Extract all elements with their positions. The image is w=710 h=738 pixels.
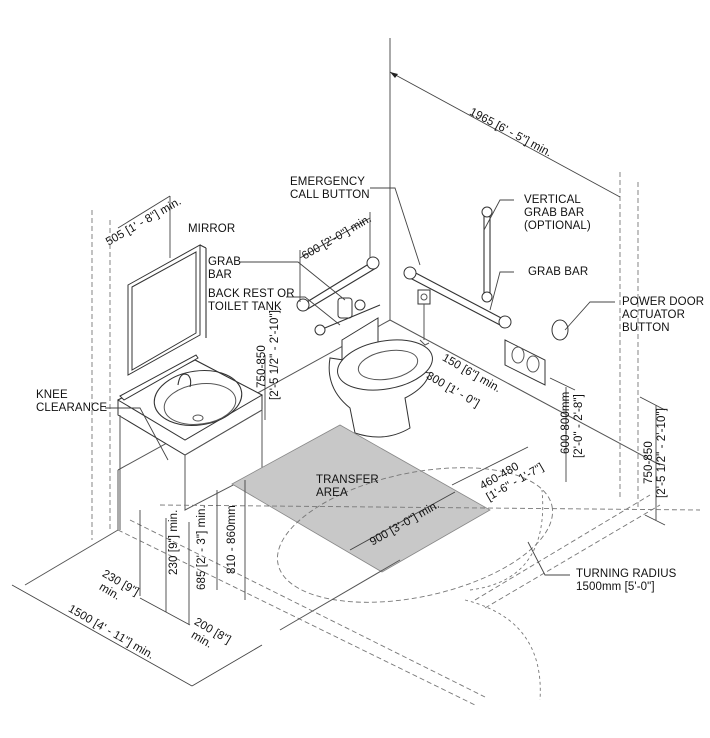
label-line: CALL BUTTON: [290, 189, 370, 201]
label-line: 1500mm [5'-0"]: [576, 581, 655, 593]
transfer-area-label: TRANSFER AREA: [316, 474, 379, 500]
label-line: AREA: [316, 487, 348, 499]
mirror-label: MIRROR: [188, 223, 236, 235]
dispenser-height-label: 600-800mm [2'-0" - 2'-8"]: [560, 392, 586, 458]
turning-radius-label: TURNING RADIUS 1500mm [5'-0"]: [576, 568, 676, 594]
label-line: [2'-0" - 2'-8"]: [573, 394, 585, 458]
label-line: (OPTIONAL): [524, 220, 591, 232]
label-line: GRAB BAR: [524, 207, 585, 219]
leader-lines: [105, 187, 615, 576]
label-line: [2'-5 1/2" - 2'-10"]: [656, 408, 668, 498]
transfer-area: [231, 424, 491, 573]
back-rest-label: BACK REST OR TOILET TANK: [208, 288, 295, 314]
knee-clearance-label: KNEE CLEARANCE: [36, 389, 107, 415]
label-line: BUTTON: [622, 322, 670, 334]
label-line: KNEE: [36, 389, 68, 401]
label-line: TOILET TANK: [208, 301, 282, 313]
room-width-dimension: [389, 71, 621, 198]
vertical-grab-bar-label: VERTICAL GRAB BAR (OPTIONAL): [524, 194, 591, 233]
right-grab-bar: [403, 206, 512, 329]
right-dimensions: [264, 355, 666, 526]
power-door-button: [551, 319, 569, 341]
power-door-label: POWER DOOR ACTUATOR BUTTON: [622, 296, 704, 335]
label-line: POWER DOOR: [622, 296, 705, 308]
label-line: CLEARANCE: [36, 402, 108, 414]
label-line: 600-800mm: [560, 391, 572, 454]
backrest-height-label: 750-850 [2'-5 1/2" - 2'-10"]: [256, 310, 282, 400]
label-line: TRANSFER: [316, 474, 379, 486]
emergency-call-button: [417, 289, 431, 346]
toilet: [328, 339, 433, 438]
label-line: GRAB: [208, 256, 241, 268]
label-line: BAR: [208, 269, 232, 281]
paper-dispenser: [504, 339, 546, 386]
knee-height-label: 685 [2' - 3"] min.: [196, 505, 208, 590]
turning-circle: [277, 467, 553, 701]
knee-dimensions: [11, 480, 263, 687]
emergency-call-button-label: EMERGENCY CALL BUTTON: [290, 176, 370, 202]
counter-height-label: 810 - 860mm: [226, 505, 238, 574]
left-grab-bar: [296, 212, 380, 312]
grab-bar-height-label: 750-850 [2'-5 1/2" - 2'-10"]: [643, 408, 669, 498]
label-line: 750-850: [256, 345, 268, 388]
label-line: ACTUATOR: [622, 309, 685, 321]
label-line: EMERGENCY: [290, 176, 366, 188]
label-line: BACK REST OR: [208, 288, 295, 300]
label-line: VERTICAL: [524, 194, 581, 206]
knee-depth-vertical-label: 230 [9"] min.: [168, 509, 180, 575]
label-line: TURNING RADIUS: [576, 568, 677, 580]
vanity-sink: [116, 354, 264, 530]
grab-bar-right-label: GRAB BAR: [528, 266, 589, 278]
flush-valve: [314, 297, 381, 336]
label-line: 750-850: [643, 441, 655, 484]
mirror: [117, 195, 207, 376]
grab-bar-left-label: GRAB BAR: [208, 256, 241, 282]
label-line: [2'-5 1/2" - 2'-10"]: [269, 310, 281, 400]
